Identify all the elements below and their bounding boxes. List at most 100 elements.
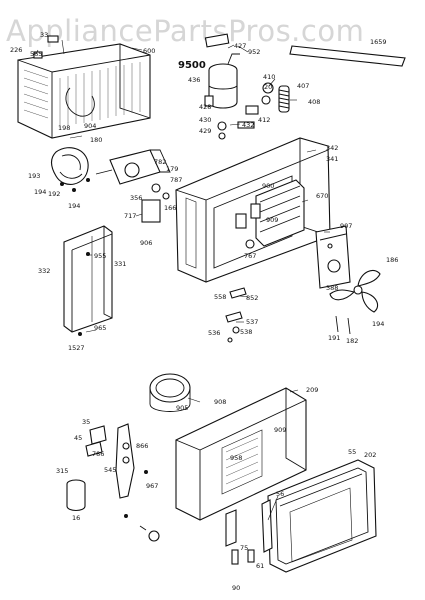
side-panel-part[interactable]	[63, 225, 113, 333]
terminal-cover-part[interactable]	[237, 105, 259, 129]
capacitor-clip-part[interactable]	[261, 82, 274, 105]
callout-9500: 9500	[178, 60, 206, 71]
callout-193: 193	[28, 172, 40, 180]
callout-906: 906	[140, 239, 152, 247]
callout-866: 866	[136, 442, 148, 450]
callout-16: 16	[72, 514, 80, 522]
callout-202: 202	[364, 451, 376, 459]
callout-908: 908	[214, 398, 226, 406]
small-hardware-part[interactable]	[225, 287, 247, 343]
callout-315: 315	[56, 467, 68, 475]
callout-20: 20	[264, 83, 272, 91]
callout-907: 907	[340, 222, 352, 230]
callout-538: 538	[240, 328, 252, 336]
spring-part[interactable]	[278, 85, 290, 113]
seal-strip-part[interactable]	[289, 45, 406, 67]
leader-lines	[35, 39, 330, 521]
callout-356: 356	[130, 194, 142, 202]
callout-536: 536	[208, 329, 220, 337]
callout-952: 952	[248, 48, 260, 56]
motor-mount-part[interactable]	[151, 183, 170, 200]
callout-537: 537	[246, 318, 258, 326]
callout-407: 407	[297, 82, 309, 90]
callout-33: 33	[40, 31, 48, 39]
callout-331: 331	[114, 260, 126, 268]
callout-900: 900	[262, 182, 274, 190]
screw-part[interactable]	[78, 332, 82, 336]
callout-388: 388	[326, 284, 338, 292]
callout-90: 90	[232, 584, 240, 592]
callout-909: 909	[266, 216, 278, 224]
mounting-hardware-part[interactable]	[335, 315, 351, 335]
callout-412: 412	[258, 116, 270, 124]
callout-558: 558	[214, 293, 226, 301]
fan-motor-part[interactable]	[95, 149, 171, 185]
blower-wheel-part[interactable]	[50, 147, 89, 185]
screw-part-2[interactable]	[86, 252, 90, 256]
capacitor-part[interactable]	[66, 479, 86, 512]
callout-670: 670	[316, 192, 328, 200]
callout-1527: 1527	[68, 344, 85, 352]
callout-1659: 1659	[370, 38, 387, 46]
callout-410: 410	[263, 73, 275, 81]
callout-35: 35	[82, 418, 90, 426]
callout-186: 186	[386, 256, 398, 264]
control-switch-part[interactable]	[141, 199, 161, 223]
evaporator-coil-part[interactable]	[255, 179, 305, 247]
callout-341: 341	[326, 155, 338, 163]
callout-782: 782	[154, 158, 166, 166]
callout-429: 429	[199, 127, 211, 135]
clip-part[interactable]	[33, 51, 43, 59]
screws-part[interactable]	[60, 178, 90, 192]
callout-958: 958	[230, 454, 242, 462]
callout-180: 180	[90, 136, 102, 144]
callout-955: 955	[94, 252, 106, 260]
grommet-part[interactable]	[217, 121, 227, 140]
callout-194c: 194	[372, 320, 384, 328]
callout-194b: 194	[68, 202, 80, 210]
callout-786: 786	[92, 450, 104, 458]
callout-430: 430	[199, 116, 211, 124]
screw-set-part[interactable]	[124, 470, 148, 518]
rear-grille-part[interactable]	[17, 43, 151, 139]
callout-179: 179	[166, 165, 178, 173]
bracket-part[interactable]	[47, 35, 59, 43]
front-grille-part[interactable]	[267, 459, 377, 573]
callout-909b: 909	[274, 426, 286, 434]
callout-717: 717	[124, 212, 136, 220]
filter-part[interactable]	[261, 499, 273, 553]
compressor-part[interactable]	[204, 53, 240, 109]
callout-194: 194	[34, 188, 46, 196]
callout-226: 226	[10, 46, 22, 54]
thermostat-part[interactable]	[250, 203, 261, 219]
callout-905: 905	[176, 404, 188, 412]
callout-198: 198	[58, 124, 70, 132]
fan-shroud-ring-part[interactable]	[149, 373, 191, 412]
drain-pan-part[interactable]	[315, 225, 351, 289]
callout-55: 55	[348, 448, 356, 456]
callout-432: 432	[242, 121, 254, 129]
condenser-fan-blade-part[interactable]	[329, 269, 381, 313]
latch-part[interactable]	[247, 549, 255, 563]
overload-protector-part[interactable]	[204, 33, 230, 48]
callout-408: 408	[308, 98, 320, 106]
callout-787: 787	[170, 176, 182, 184]
cabinet-wrapper-part[interactable]	[175, 387, 307, 521]
callout-56: 56	[276, 490, 284, 498]
control-panel-part[interactable]	[115, 423, 135, 499]
callout-182: 182	[346, 337, 358, 345]
watermark: AppliancePartsPros.com	[6, 14, 364, 48]
callout-45: 45	[74, 434, 82, 442]
callout-965: 965	[94, 324, 106, 332]
hinge-part[interactable]	[225, 509, 239, 565]
callout-904: 904	[84, 122, 96, 130]
callout-332: 332	[38, 267, 50, 275]
callout-967: 967	[146, 482, 158, 490]
callout-75: 75	[240, 544, 248, 552]
callout-191: 191	[328, 334, 340, 342]
control-knob-part[interactable]	[139, 525, 160, 542]
callout-labels: 226 33 565 600 427 952 1659 9500 436 410…	[10, 31, 398, 592]
callout-852: 852	[246, 294, 258, 302]
switch-bracket-part[interactable]	[85, 425, 107, 457]
